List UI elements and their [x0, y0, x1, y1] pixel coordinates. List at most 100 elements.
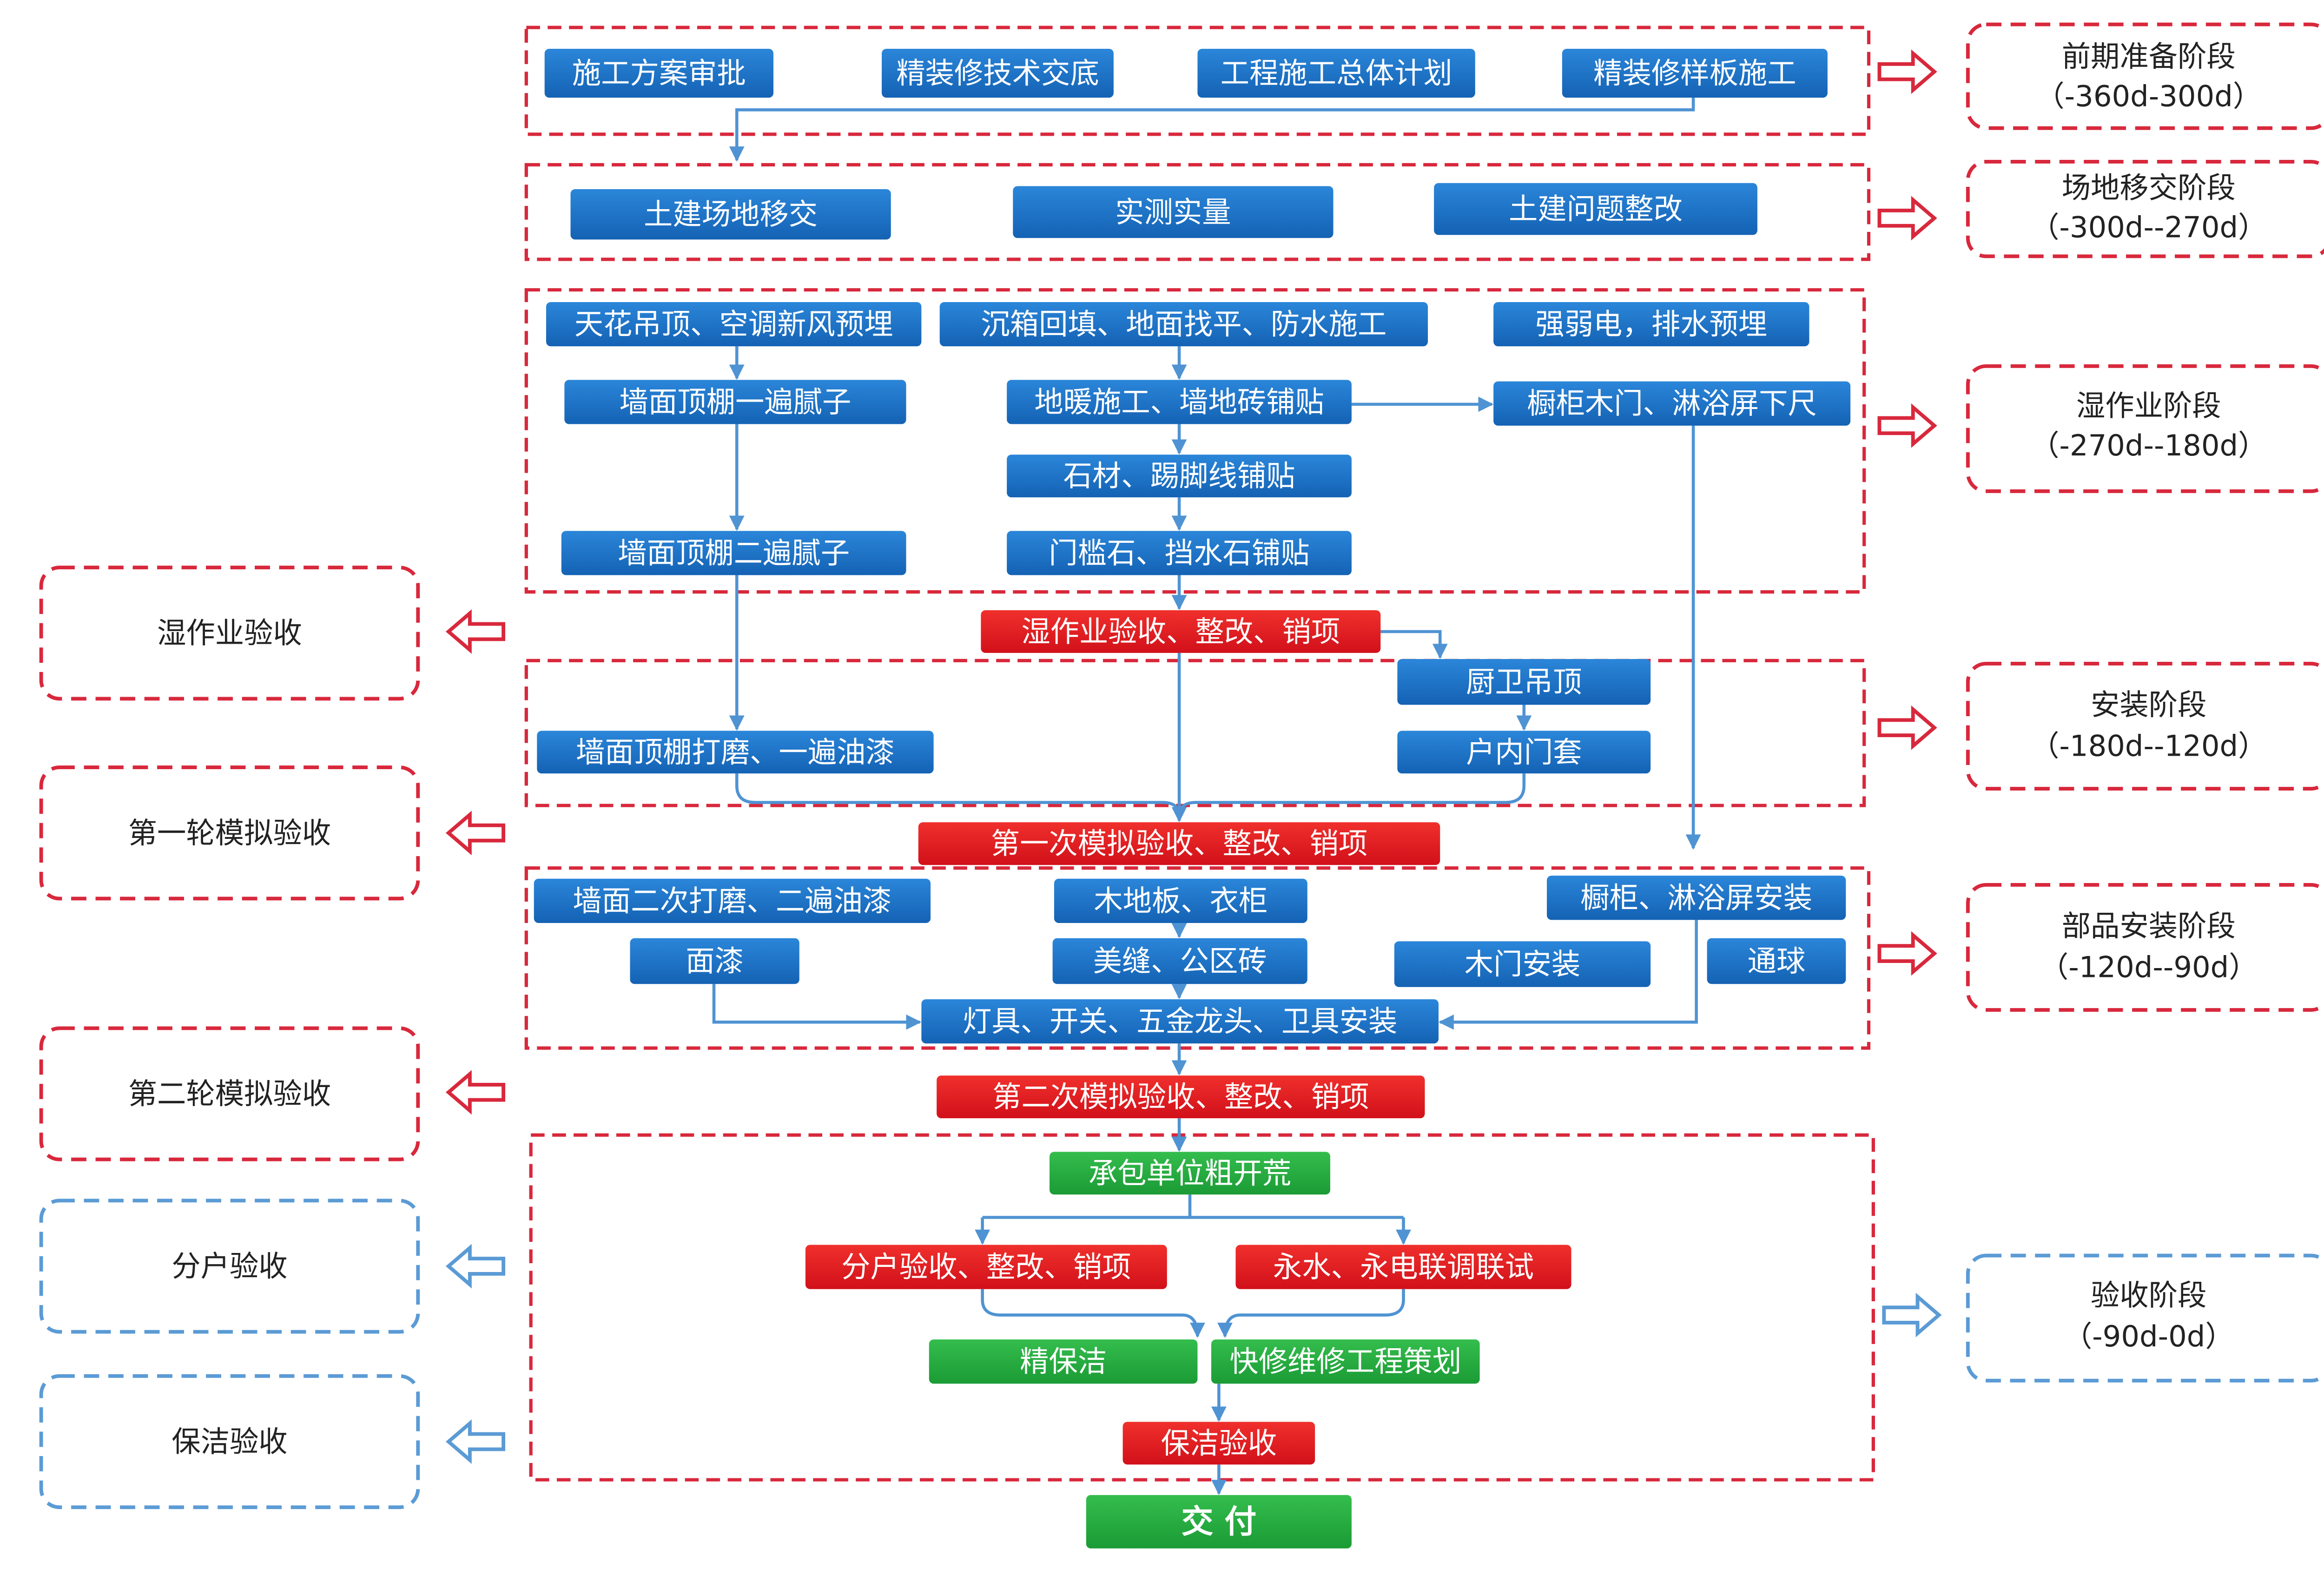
box-shape: [1054, 878, 1307, 923]
box-shape: [1197, 49, 1475, 98]
box-shape: [1007, 455, 1352, 498]
phase-label-installation: 安装阶段 （-180d--120d）: [1966, 661, 2324, 791]
step-label: 实测实量: [1115, 195, 1231, 229]
step-label: 墙面二次打磨、二遍油漆: [573, 884, 891, 918]
phase-label-frame: [1966, 22, 2324, 130]
box-shape: [1397, 659, 1651, 705]
box-shape: [561, 531, 906, 575]
box-shape: [1211, 1339, 1480, 1384]
box-shape: [1007, 380, 1352, 424]
connectors: [712, 98, 1701, 1495]
step-site-handover: 土建场地移交: [570, 189, 891, 240]
box-shape: [1052, 938, 1307, 984]
box-shape: [1493, 381, 1851, 426]
box-shape: [981, 610, 1381, 653]
checkpoint-frame: [39, 765, 420, 901]
step-label: 天花吊顶、空调新风预埋: [574, 307, 893, 341]
step-label: 墙面顶棚一遍腻子: [620, 385, 852, 419]
arrow-left-icon: [445, 1070, 506, 1115]
step-backfill-leveling-waterproofing: 沉箱回填、地面找平、防水施工: [939, 302, 1428, 347]
step-actual-measurement: 实测实量: [1013, 186, 1334, 238]
step-label: 第二次模拟验收、整改、销项: [992, 1080, 1369, 1114]
box-shape: [1086, 1495, 1352, 1549]
phase-name: 验收阶段: [2091, 1278, 2206, 1312]
step-delivery: 交 付: [1086, 1495, 1352, 1549]
checkpoint-label-second-mock: 第二轮模拟验收: [39, 1026, 420, 1161]
phase-period: （-120d--90d）: [2040, 950, 2258, 984]
step-sample-unit-construction: 精装修样板施工: [1562, 49, 1828, 98]
step-stone-skirting-laying: 石材、踢脚线铺贴: [1007, 455, 1352, 498]
checkpoint-name: 湿作业验收: [157, 616, 302, 650]
connector-arrow: [1438, 920, 1698, 1030]
check-cleaning-acceptance: 保洁验收: [1122, 1422, 1315, 1465]
arrow-right-icon: [1877, 196, 1937, 241]
step-fixtures-install: 灯具、开关、五金龙头、卫具安装: [921, 999, 1439, 1044]
step-rough-cleaning: 承包单位粗开荒: [1050, 1152, 1330, 1195]
phase-label-preparation: 前期准备阶段 （-360d-300d）: [1966, 22, 2324, 130]
phase-label-site-handover: 场地移交阶段 （-300d--270d）: [1966, 160, 2324, 258]
check-wet-work-acceptance: 湿作业验收、整改、销项: [981, 610, 1381, 653]
step-label: 厨卫吊顶: [1466, 665, 1582, 699]
step-label: 墙面顶棚打磨、一遍油漆: [576, 735, 895, 769]
step-label: 沉箱回填、地面找平、防水施工: [981, 307, 1386, 341]
box-shape: [918, 822, 1440, 865]
checkpoint-name: 第一轮模拟验收: [128, 816, 331, 850]
checkpoint-label-first-mock: 第一轮模拟验收: [39, 765, 420, 901]
box-shape: [929, 1339, 1198, 1384]
step-fine-cleaning: 精保洁: [929, 1339, 1198, 1384]
box-shape: [921, 999, 1439, 1044]
checkpoint-label-unit-acceptance: 分户验收: [39, 1199, 420, 1334]
box-shape: [1547, 876, 1846, 920]
step-label: 精保洁: [1020, 1345, 1107, 1378]
box-shape: [805, 1245, 1167, 1289]
arrow-left-icon: [445, 811, 506, 856]
step-ceiling-hvac-embedding: 天花吊顶、空调新风预埋: [546, 302, 922, 347]
checkpoint-frame: [39, 566, 420, 701]
box-shape: [937, 1075, 1425, 1119]
step-top-coat: 面漆: [630, 938, 799, 984]
phase-name: 前期准备阶段: [2062, 40, 2236, 73]
step-label: 门槛石、挡水石铺贴: [1049, 536, 1309, 570]
step-overall-construction-plan: 工程施工总体计划: [1197, 49, 1475, 98]
phase-label-frame: [1966, 1253, 2324, 1383]
step-sanding-first-paint: 墙面顶棚打磨、一遍油漆: [537, 731, 934, 774]
checkpoint-label-cleaning-acceptance: 保洁验收: [39, 1374, 420, 1509]
box-shape: [1007, 531, 1352, 575]
step-label: 地暖施工、墙地砖铺贴: [1034, 385, 1324, 419]
phase-period: （-360d-300d）: [2035, 79, 2262, 113]
step-wood-door-install: 木门安装: [1394, 941, 1651, 987]
step-second-putty-coat: 墙面顶棚二遍腻子: [561, 531, 906, 575]
step-water-power-commissioning: 永水、永电联调联试: [1235, 1245, 1571, 1289]
phase-name: 部品安装阶段: [2062, 909, 2236, 943]
phase-label-frame: [1966, 661, 2324, 791]
arrow-right-icon: [1877, 705, 1937, 750]
box-shape: [546, 302, 922, 347]
box-shape: [1235, 1245, 1571, 1289]
step-label: 面漆: [686, 944, 744, 978]
step-grouting-public-tiles: 美缝、公区砖: [1052, 938, 1307, 984]
step-label: 湿作业验收、整改、销项: [1021, 614, 1340, 648]
step-label: 精装修技术交底: [896, 56, 1099, 90]
step-label: 灯具、开关、五金龙头、卫具安装: [963, 1004, 1397, 1038]
phase-group-installation: [524, 659, 1866, 807]
box-shape: [534, 878, 931, 923]
box-shape: [1434, 183, 1757, 235]
step-wood-floor-wardrobe: 木地板、衣柜: [1054, 878, 1307, 923]
arrow-left-icon: [445, 609, 506, 654]
step-label: 通球: [1748, 944, 1806, 978]
step-cabinet-shower-install: 橱柜、淋浴屏安装: [1547, 876, 1846, 920]
arrow-left-icon: [445, 1419, 506, 1464]
step-label: 工程施工总体计划: [1221, 56, 1452, 90]
step-label: 精装修样板施工: [1593, 56, 1796, 90]
step-second-sanding-paint: 墙面二次打磨、二遍油漆: [534, 878, 931, 923]
box-shape: [1707, 938, 1846, 984]
step-drain-ball-test: 通球: [1707, 938, 1846, 984]
phase-label-frame: [1966, 364, 2324, 493]
arrow-right-icon: [1882, 1292, 1942, 1338]
step-label: 木门安装: [1465, 947, 1580, 981]
step-label: 第一次模拟验收、整改、销项: [991, 827, 1368, 861]
phase-label-parts-installation: 部品安装阶段 （-120d--90d）: [1966, 883, 2324, 1012]
step-label: 土建场地移交: [644, 198, 818, 231]
box-shape: [1562, 49, 1828, 98]
box-shape: [939, 302, 1428, 347]
